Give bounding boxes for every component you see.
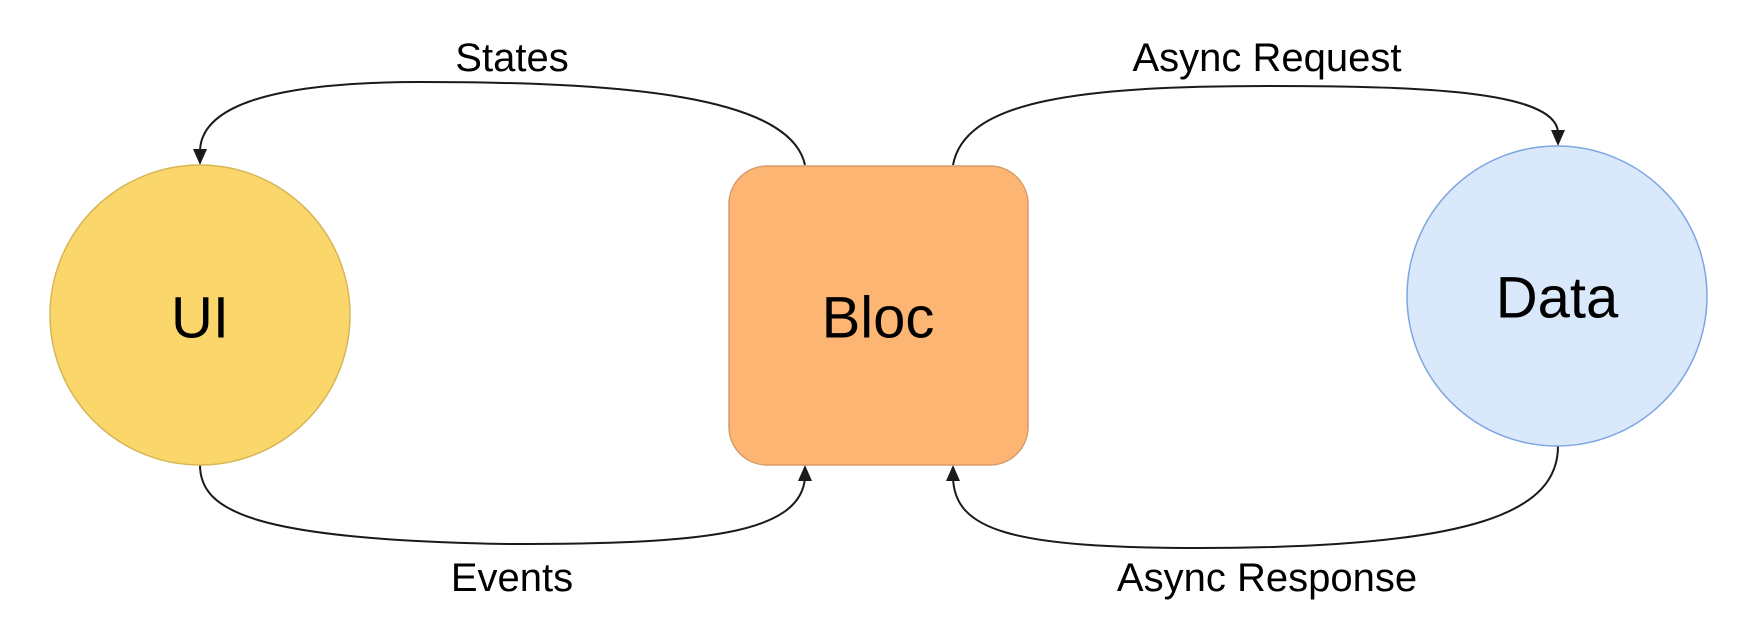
ui-label: UI	[171, 286, 229, 351]
events-label: Events	[451, 556, 573, 600]
states-arrowhead	[193, 149, 207, 165]
ui-node: UI	[49, 164, 351, 466]
async-response-label: Async Response	[1117, 556, 1417, 600]
events-arrowhead	[798, 465, 812, 481]
bloc-node: Bloc	[728, 165, 1029, 466]
async-response-edge	[952, 445, 1559, 550]
states-label: States	[455, 36, 568, 80]
bloc-box	[728, 165, 1029, 466]
async-response-arrowhead	[946, 465, 960, 481]
data-node: Data	[1406, 145, 1708, 447]
data-circle	[1406, 145, 1708, 447]
ui-circle	[49, 164, 351, 466]
states-edge	[199, 80, 806, 166]
events-edge	[199, 464, 806, 546]
data-label: Data	[1496, 266, 1619, 331]
async-request-label: Async Request	[1132, 36, 1401, 80]
async-request-arrowhead	[1551, 130, 1565, 146]
bloc-label: Bloc	[822, 286, 935, 351]
async-request-edge	[952, 84, 1559, 166]
